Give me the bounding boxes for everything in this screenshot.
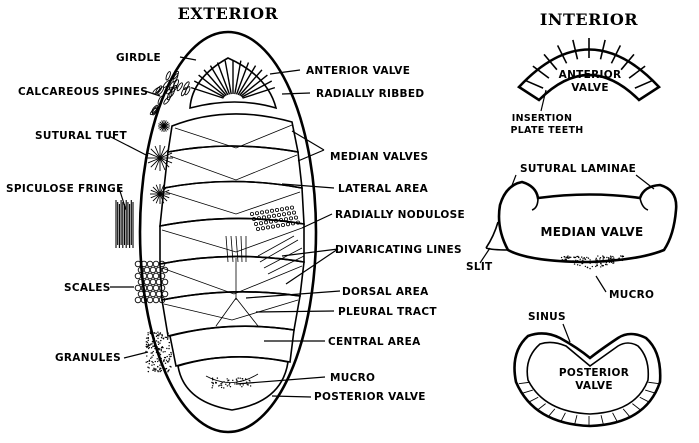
label-dorsal-area: DORSAL AREA xyxy=(342,286,429,298)
interior-mucro-label: MUCRO xyxy=(609,289,654,301)
label-mucro: MUCRO xyxy=(330,372,375,384)
label-divaricating-lines: DIVARICATING LINES xyxy=(335,244,462,256)
interior-anterior-valve xyxy=(516,38,662,112)
interior-median-valve xyxy=(479,174,678,293)
label-median-valves: MEDIAN VALVES xyxy=(330,151,428,163)
median-valve-label: MEDIAN VALVE xyxy=(541,225,644,239)
label-central-area: CENTRAL AREA xyxy=(328,336,421,348)
calcareous-spines-texture xyxy=(149,70,191,116)
posterior-valve-shape xyxy=(177,356,289,411)
granules-texture xyxy=(145,331,172,373)
label-pleural-tract: PLEURAL TRACT xyxy=(338,306,437,318)
label-sutural-tuft: SUTURAL TUFT xyxy=(35,130,127,142)
interior-title: INTERIOR xyxy=(540,10,638,29)
label-anterior-valve: ANTERIOR VALVE xyxy=(306,65,410,77)
label-radially-ribbed: RADIALLY RIBBED xyxy=(316,88,424,100)
mucro-stipple xyxy=(211,377,252,389)
girdle-outline xyxy=(138,30,318,434)
posterior-valve-label-1: POSTERIOR xyxy=(559,367,629,379)
median-valves-shape xyxy=(159,113,305,337)
exterior-title: EXTERIOR xyxy=(178,4,279,23)
sinus-label: SINUS xyxy=(528,311,566,323)
exterior-leader-lines xyxy=(108,56,341,398)
spiculose-fringe-texture xyxy=(115,200,134,248)
chiton-exterior-drawing xyxy=(115,30,318,434)
radially-nodulose-texture xyxy=(249,205,300,231)
interior-posterior-valve xyxy=(513,323,662,428)
posterior-valve-label-2: VALVE xyxy=(575,380,613,392)
interior-anterior-valve-label-1: ANTERIOR xyxy=(559,69,622,81)
slit-label: SLIT xyxy=(466,261,493,273)
scales-texture xyxy=(134,260,169,304)
insertion-label-1: INSERTION xyxy=(512,113,572,124)
label-radially-nodulose: RADIALLY NODULOSE xyxy=(335,209,465,221)
label-girdle: GIRDLE xyxy=(116,52,161,64)
label-spiculose-fringe: SPICULOSE FRINGE xyxy=(6,183,124,195)
sutural-tufts xyxy=(147,120,173,204)
label-scales: SCALES xyxy=(64,282,111,294)
anterior-valve-shape xyxy=(189,57,278,110)
sutural-laminae-label: SUTURAL LAMINAE xyxy=(520,163,636,175)
label-calcareous-spines: CALCAREOUS SPINES xyxy=(18,86,148,98)
label-granules: GRANULES xyxy=(55,352,121,364)
label-posterior-valve: POSTERIOR VALVE xyxy=(314,391,426,403)
insertion-label-2: PLATE TEETH xyxy=(510,125,583,136)
label-lateral-area: LATERAL AREA xyxy=(338,183,429,195)
median-valve-mucro-stipple xyxy=(560,255,625,270)
interior-anterior-valve-label-2: VALVE xyxy=(571,82,609,94)
divaricating-lines-hatch xyxy=(225,235,305,275)
